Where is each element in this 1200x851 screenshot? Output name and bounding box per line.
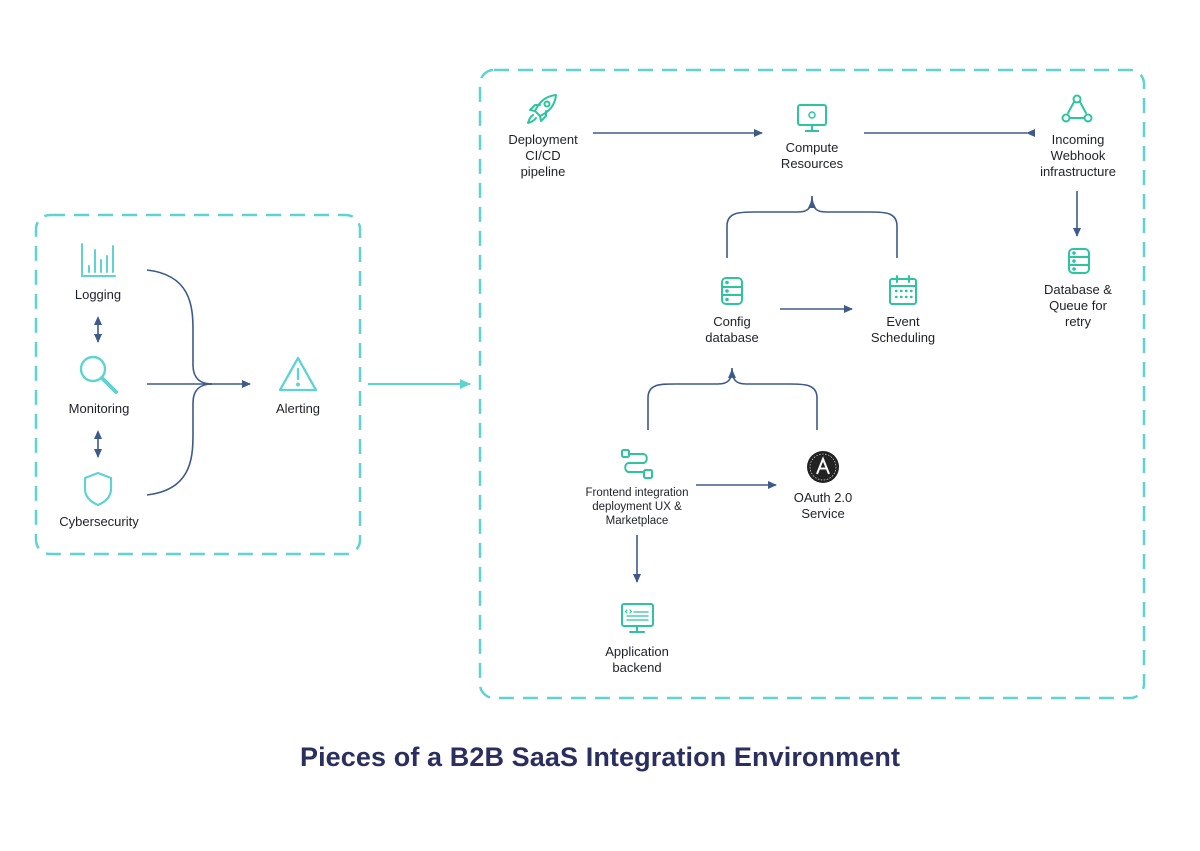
event-scheduling-label: Event Scheduling — [870, 314, 936, 345]
compute-label: Compute Resources — [780, 140, 844, 171]
bar-chart-icon — [81, 243, 116, 277]
diagram-title: Pieces of a B2B SaaS Integration Environ… — [299, 742, 901, 772]
webhook-icon — [1061, 94, 1093, 123]
brace-config — [647, 367, 818, 430]
app-backend-label: Application backend — [605, 644, 669, 675]
monitoring-label: Monitoring — [68, 401, 130, 416]
oauth-badge-icon — [807, 451, 839, 483]
left-group-frame — [34, 213, 362, 556]
deployment-label: Deployment CI/CD pipeline — [508, 132, 578, 179]
flow-icon — [621, 449, 653, 479]
alerting-label: Alerting — [275, 401, 321, 416]
warning-icon — [278, 356, 318, 392]
shield-icon — [83, 471, 113, 507]
brace-compute — [726, 195, 898, 258]
logging-label: Logging — [74, 287, 122, 302]
right-group-frame — [478, 68, 1146, 700]
curve-cybersecurity-alerting — [146, 383, 213, 496]
cybersecurity-label: Cybersecurity — [59, 514, 139, 529]
webhook-label: Incoming Webhook infrastructure — [1040, 132, 1116, 179]
calendar-icon — [889, 275, 917, 305]
frontend-label: Frontend integration deployment UX & Mar… — [585, 487, 689, 527]
code-monitor-icon — [621, 603, 654, 633]
database-icon — [721, 277, 743, 305]
rocket-icon — [527, 94, 557, 124]
monitor-icon — [797, 104, 827, 132]
oauth-label: OAuth 2.0 Service — [793, 490, 853, 521]
config-db-label: Config database — [705, 314, 759, 345]
curve-logging-alerting — [146, 269, 213, 385]
magnifier-icon — [79, 355, 118, 394]
database-icon — [1068, 248, 1090, 274]
db-queue-label: Database & Queue for retry — [1044, 282, 1112, 329]
